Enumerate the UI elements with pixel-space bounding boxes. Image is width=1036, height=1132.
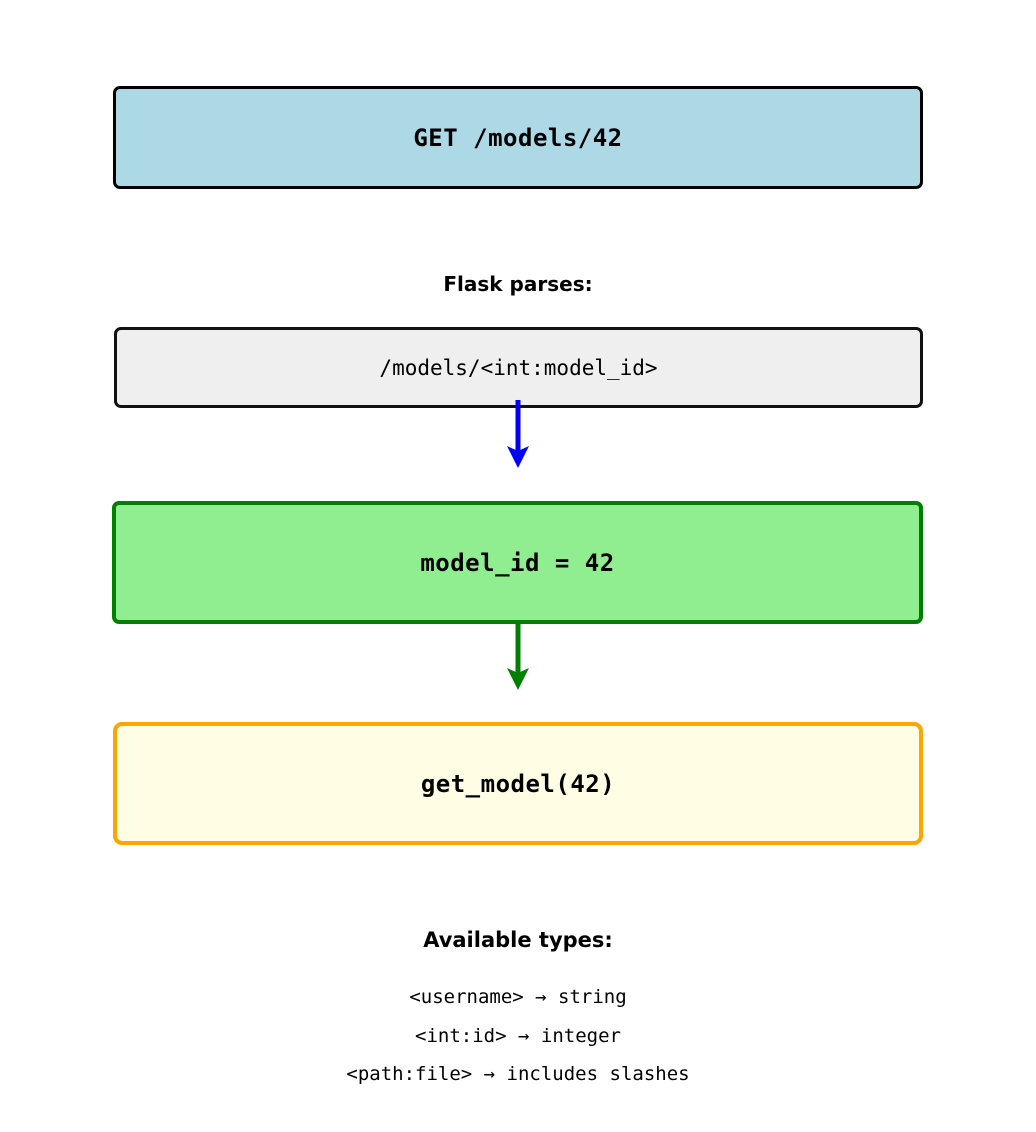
available-types-list: <username> → string <int:id> → integer <… bbox=[0, 978, 1036, 1094]
route-pattern-node: /models/<int:model_id> bbox=[114, 327, 923, 408]
request-node: GET /models/42 bbox=[113, 86, 923, 189]
handler-call-node-label: get_model(42) bbox=[420, 769, 616, 798]
route-pattern-node-label: /models/<int:model_id> bbox=[379, 355, 658, 380]
request-node-label: GET /models/42 bbox=[413, 123, 623, 152]
handler-call-node: get_model(42) bbox=[113, 722, 923, 845]
flask-parses-caption: Flask parses: bbox=[443, 272, 593, 296]
type-list-item: <path:file> → includes slashes bbox=[346, 1063, 690, 1085]
parse-arrow-icon bbox=[507, 400, 529, 468]
type-list-item: <int:id> → integer bbox=[415, 1024, 621, 1047]
parsed-variable-node-label: model_id = 42 bbox=[420, 548, 615, 577]
dispatch-arrow-icon bbox=[507, 623, 529, 690]
type-list-item: <username> → string bbox=[409, 986, 627, 1008]
available-types-caption: Available types: bbox=[423, 928, 613, 952]
parsed-variable-node: model_id = 42 bbox=[112, 501, 923, 624]
